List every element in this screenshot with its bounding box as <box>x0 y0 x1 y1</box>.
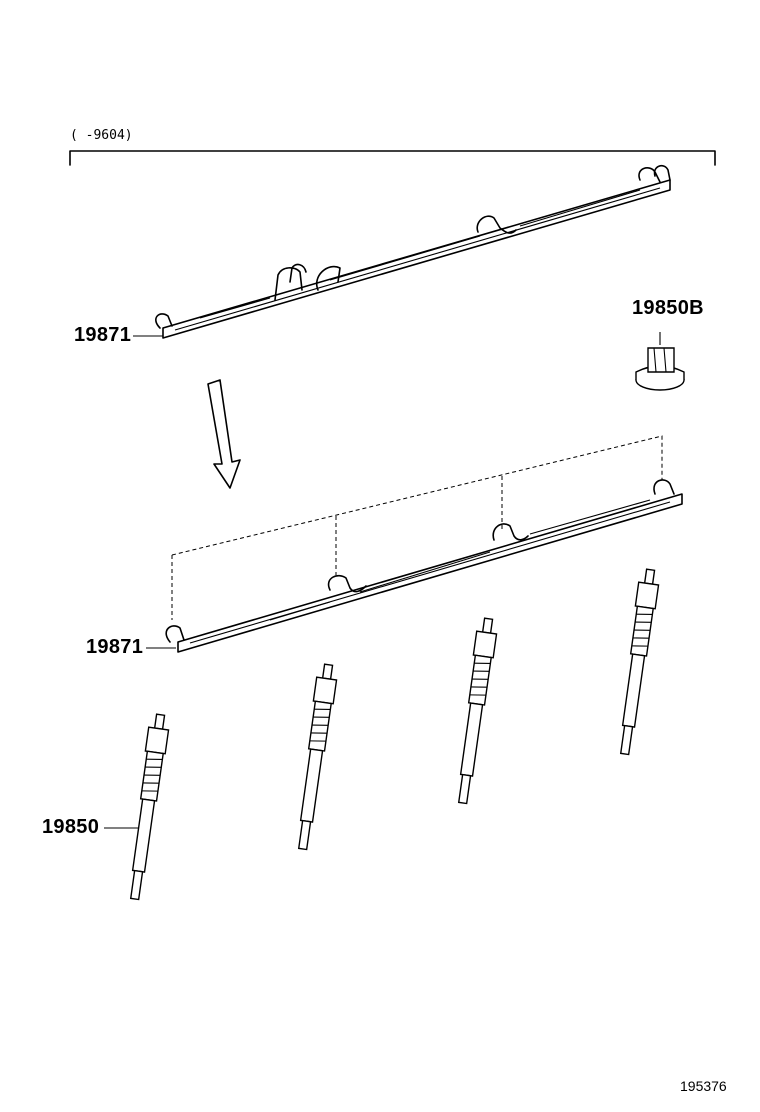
glow-plug-2 <box>297 663 338 851</box>
glow-plug-3 <box>457 617 498 805</box>
glow-plug-4 <box>619 568 660 756</box>
glow-plug-1 <box>129 713 170 901</box>
part-number-bus-bar-upper: 19871 <box>74 324 132 346</box>
bus-bar-lower <box>165 479 683 653</box>
part-number-bus-bar-lower: 19871 <box>86 636 144 658</box>
direction-arrow <box>207 379 241 489</box>
nut-part <box>635 347 685 391</box>
date-range-bracket <box>69 150 716 166</box>
bus-bar-upper <box>155 164 671 339</box>
date-range-label: ( -9604) <box>70 128 133 143</box>
assembly-dashed-lines <box>171 435 663 620</box>
part-number-glow-plug: 19850 <box>42 816 100 838</box>
illustration-number: 195376 <box>680 1078 727 1094</box>
part-number-nut: 19850B <box>632 297 704 319</box>
